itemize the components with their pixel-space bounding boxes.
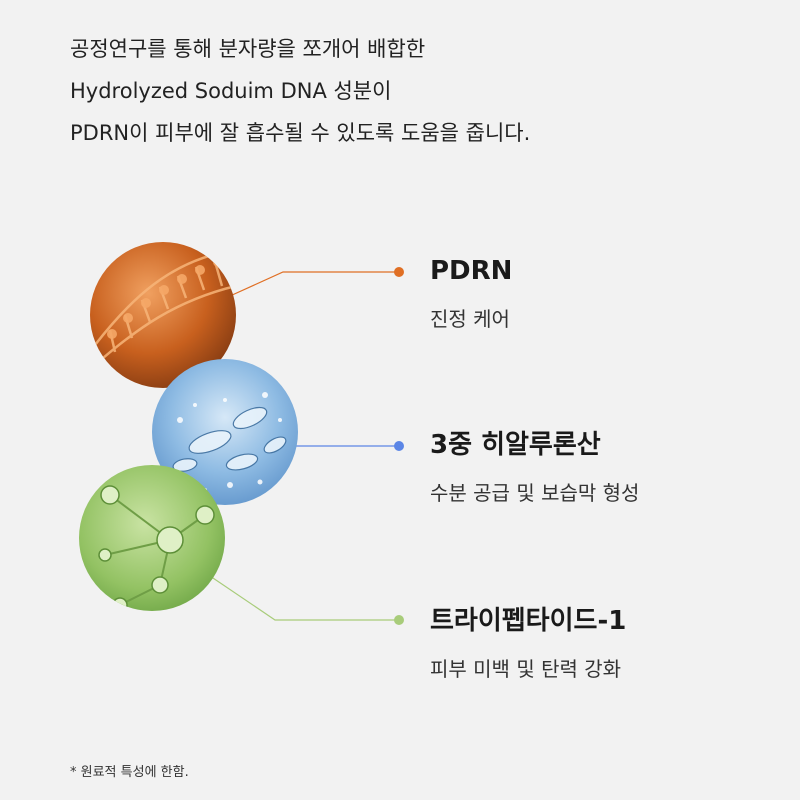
ingredient-desc: 진정 케어: [430, 307, 510, 331]
marker-dot-pdrn: [394, 267, 404, 277]
intro-text: 공정연구를 통해 분자량을 쪼개어 배합한 Hydrolyzed Soduim …: [70, 28, 770, 154]
intro-line-2: Hydrolyzed Soduim DNA 성분이: [70, 79, 392, 103]
molecule-icon: [79, 465, 225, 611]
intro-line-3: PDRN이 피부에 잘 흡수될 수 있도록 도움을 줍니다.: [70, 121, 531, 145]
ingredient-name: 트라이펩타이드-1: [430, 606, 627, 636]
ingredient-desc: 피부 미백 및 탄력 강화: [430, 657, 622, 681]
ingredient-pdrn: PDRN 진정 케어: [430, 254, 790, 334]
marker-dot-hyaluronic: [394, 441, 404, 451]
marker-dot-tripeptide: [394, 615, 404, 625]
intro-line-1: 공정연구를 통해 분자량을 쪼개어 배합한: [70, 37, 426, 61]
connector-line-pdrn: [229, 271, 398, 297]
ingredient-name: PDRN: [430, 256, 513, 286]
footnote: * 원료적 특성에 한함.: [70, 765, 189, 780]
ingredient-desc: 수분 공급 및 보습막 형성: [430, 481, 640, 505]
ingredient-name: 3중 히알루론산: [430, 430, 601, 460]
ingredient-tripeptide: 트라이펩타이드-1 피부 미백 및 탄력 강화: [430, 604, 790, 684]
connector-line-tripeptide: [209, 575, 398, 621]
ingredient-hyaluronic-acid: 3중 히알루론산 수분 공급 및 보습막 형성: [430, 428, 790, 508]
water-bubbles-icon: [152, 359, 298, 505]
